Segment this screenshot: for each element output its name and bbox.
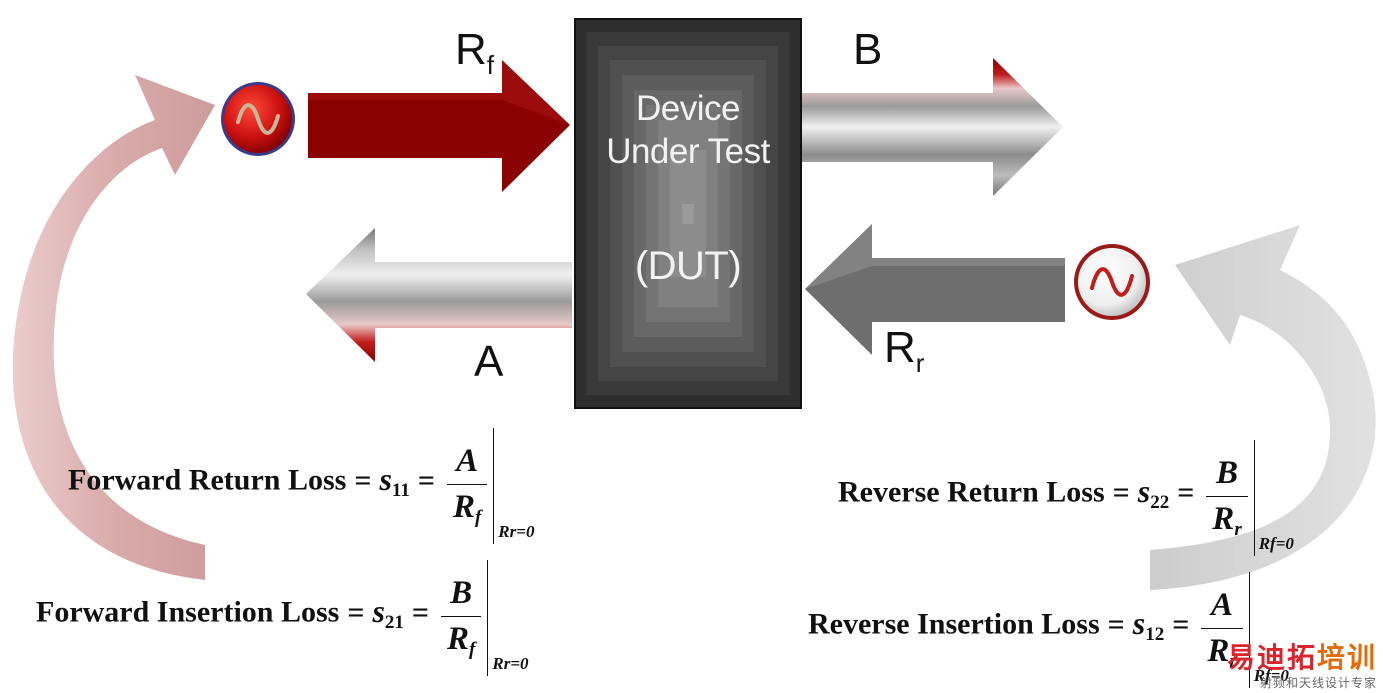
- reverse-source-icon: [1074, 244, 1150, 320]
- eq-name: Forward Insertion Loss: [36, 595, 340, 629]
- evaluation-bar: Rr=0: [493, 428, 554, 544]
- watermark-slogan: 射频和天线设计专家: [1259, 676, 1377, 690]
- evaluation-bar: Rf=0: [1248, 572, 1310, 688]
- s-param: s11: [379, 460, 410, 501]
- forward-return-curve-arrow: [12, 75, 215, 580]
- rr-label: Rr: [884, 323, 925, 378]
- s-param: s12: [1132, 604, 1165, 645]
- dut-line-1: Device: [636, 89, 740, 128]
- eq-name: Reverse Return Loss: [838, 475, 1105, 509]
- watermark-brand: 易迪拓培训: [1226, 641, 1377, 674]
- forward-source-icon: [221, 82, 295, 156]
- incident-reverse-arrow: [805, 224, 1065, 355]
- watermark-logo: 易迪拓培训 射频和天线设计专家: [1227, 644, 1377, 691]
- reverse-return-curve-arrow: [1150, 225, 1376, 590]
- eq-name: Reverse Insertion Loss: [808, 607, 1100, 641]
- reflected-forward-arrow: [306, 228, 572, 362]
- evaluation-bar: Rf=0: [1253, 440, 1315, 556]
- dut-abbrev: (DUT): [634, 244, 742, 288]
- dut-box: [574, 18, 802, 409]
- a-label: A: [474, 337, 504, 386]
- eq-name: Forward Return Loss: [68, 463, 347, 497]
- b-label: B: [853, 25, 883, 74]
- s-param: s22: [1137, 472, 1170, 513]
- incident-forward-arrow: [308, 60, 570, 192]
- dut-line-2: Under Test: [606, 131, 770, 171]
- transmitted-forward-arrow: [802, 58, 1063, 196]
- dut-title: Device Under Test: [578, 88, 798, 173]
- s-param: s21: [372, 592, 404, 633]
- rf-label: Rf: [455, 25, 495, 80]
- evaluation-bar: Rr=0: [487, 560, 548, 676]
